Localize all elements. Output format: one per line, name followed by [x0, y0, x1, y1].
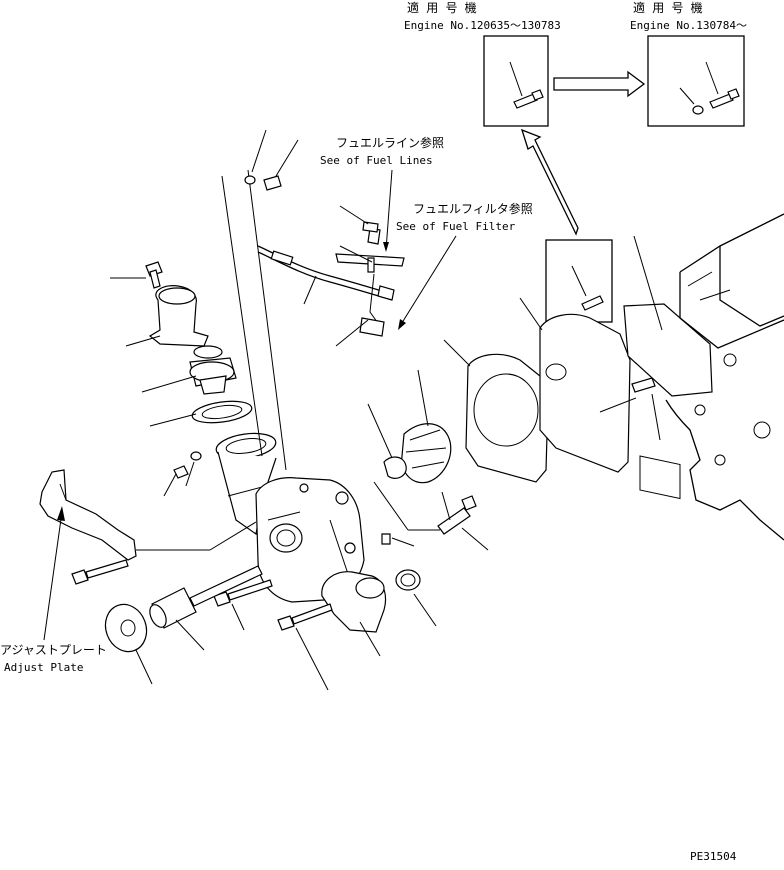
cover-bolt: [599, 377, 656, 413]
adjust-plate-label-en: Adjust Plate: [4, 661, 83, 674]
inset-left-box: [483, 35, 549, 127]
thermostat-housing: [215, 432, 277, 536]
adjust-plate-label-jp: アジャストプレート: [0, 643, 107, 657]
thermostat: [141, 345, 237, 395]
temperature-sensor: [373, 481, 489, 551]
drawing-code: PE31504: [690, 850, 737, 863]
pump-seal: [367, 403, 407, 479]
thermostat-cover-bolt: [110, 261, 163, 289]
detail-box-bolt: [571, 265, 604, 311]
front-cover-plate: [519, 297, 631, 473]
drain-plug: [381, 533, 415, 547]
fuel-lines-label-jp: フュエルライン参照: [336, 135, 444, 150]
water-outlet-elbow: [321, 571, 387, 657]
pump-bolt-1: [213, 579, 273, 631]
pump-impeller: [401, 369, 452, 484]
inset-right-bolt-washer: [679, 61, 740, 115]
housing-bolt-washer: [163, 451, 202, 497]
fuel-lines-leader: [385, 169, 393, 251]
fuel-lines-label-en: See of Fuel Lines: [320, 154, 433, 167]
engine-leader: [651, 393, 661, 441]
fuel-pipe-assembly: [257, 205, 405, 347]
thermostat-gasket: [149, 400, 253, 427]
pump-shaft-bearing: [149, 565, 263, 651]
ref-line-a: [221, 175, 263, 457]
inset-left-bolt: [509, 61, 544, 109]
water-pump-body: [255, 477, 365, 603]
adjust-plate: [39, 469, 257, 561]
adjust-bolt: [71, 559, 129, 585]
pump-pulley: [104, 603, 153, 685]
outlet-oring: [395, 569, 437, 627]
engine-block: [665, 213, 784, 541]
fuel-filter-label-jp: フュエルフィルタ参照: [413, 201, 533, 216]
inset-right-box: [647, 35, 745, 127]
ref-line-b: [247, 169, 287, 471]
fuel-filter-leader: [399, 235, 457, 327]
fuel-filter-arrowhead: [398, 319, 406, 330]
inset-transition-arrow: [553, 70, 646, 98]
inset-left-label-en: Engine No.120635～130783: [404, 19, 561, 32]
inset-right-label-jp: 適 用 号 機: [633, 0, 703, 15]
inset-left-label-jp: 適 用 号 機: [407, 0, 477, 15]
fuel-filter-label-en: See of Fuel Filter: [396, 220, 516, 233]
top-bolt-washer: [244, 129, 299, 191]
pump-gasket: [443, 339, 549, 483]
inset-right-label-en: Engine No.130784～: [630, 19, 747, 32]
thermostat-cover: [125, 285, 209, 347]
pump-bolt-2: [277, 603, 333, 691]
gasket-leader: [633, 235, 663, 331]
adjust-plate-arrow: [43, 506, 65, 641]
fuel-lines-arrowhead: [383, 242, 389, 252]
cover-gasket: [623, 303, 713, 500]
detail-up-arrow: [520, 128, 579, 236]
